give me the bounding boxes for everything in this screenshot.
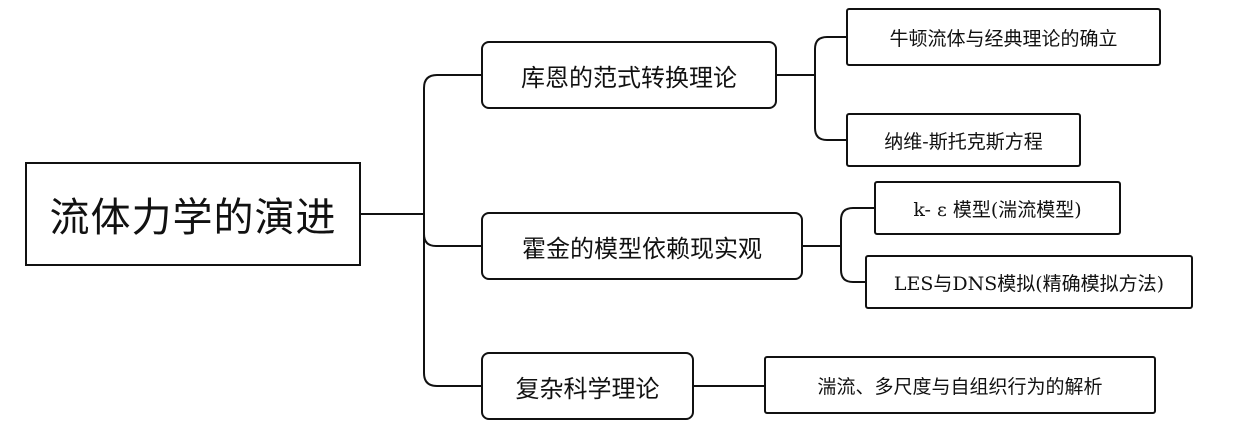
connector-b1-l1 [814, 36, 846, 75]
connector-b1-l2 [814, 75, 846, 141]
leaf-node-turbulence-analysis: 湍流、多尺度与自组织行为的解析 [764, 356, 1156, 414]
leaf-label: 牛顿流体与经典理论的确立 [889, 27, 1118, 50]
branch-label: 库恩的范式转换理论 [521, 63, 737, 92]
leaf-label: k- ε 模型(湍流模型) [913, 198, 1082, 221]
connector-trunk-top [423, 74, 481, 214]
leaf-label: 湍流、多尺度与自组织行为的解析 [817, 375, 1103, 398]
leaf-label: LES与DNS模拟(精确模拟方法) [893, 272, 1165, 295]
connector-b2-l3 [840, 207, 874, 246]
root-label: 流体力学的演进 [49, 195, 337, 241]
leaf-node-newtonian: 牛顿流体与经典理论的确立 [846, 8, 1161, 66]
connector-trunk-mid [423, 214, 481, 247]
branch-node-kuhn: 库恩的范式转换理论 [481, 41, 777, 109]
branch-label: 霍金的模型依赖现实观 [522, 234, 762, 263]
leaf-node-les-dns: LES与DNS模拟(精确模拟方法) [865, 255, 1193, 309]
root-node: 流体力学的演进 [25, 162, 361, 266]
connector-b2-l4 [840, 246, 865, 283]
leaf-node-navier-stokes: 纳维-斯托克斯方程 [846, 113, 1081, 167]
branch-label: 复杂科学理论 [515, 374, 660, 403]
branch-node-hawking: 霍金的模型依赖现实观 [481, 212, 803, 280]
leaf-label: 纳维-斯托克斯方程 [884, 130, 1043, 153]
leaf-node-k-epsilon: k- ε 模型(湍流模型) [874, 181, 1121, 235]
connector-trunk-bottom [423, 214, 481, 387]
branch-node-complexity: 复杂科学理论 [481, 352, 694, 420]
